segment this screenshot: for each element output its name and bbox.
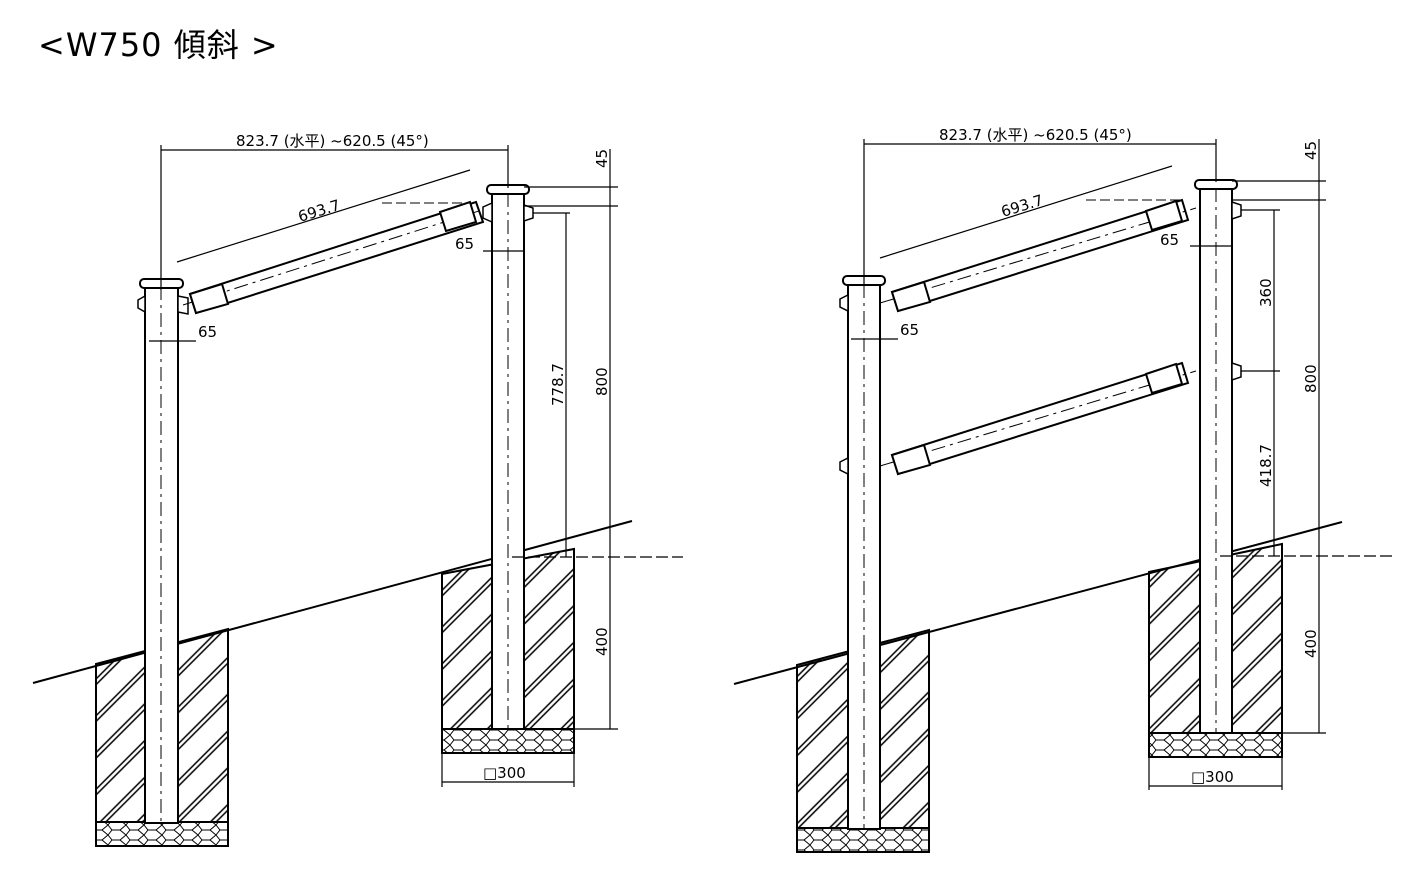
dimension-lines [851, 139, 1393, 790]
height-label: 778.7 [549, 363, 567, 406]
right-figure: 823.7 (水平) ~620.5 (45°) 693.7 65 65 45 3… [733, 126, 1393, 853]
handrail [182, 200, 485, 315]
embed-depth-label: 400 [593, 627, 611, 656]
rail-length-label: 693.7 [296, 196, 342, 226]
total-height-label: 800 [1302, 364, 1320, 393]
dimension-lines [149, 145, 683, 787]
left-post [839, 275, 886, 830]
span-label: 823.7 (水平) ~620.5 (45°) [236, 132, 429, 150]
offset-top-label: 65 [1160, 231, 1179, 249]
total-height-label: 800 [593, 367, 611, 396]
left-figure: 823.7 (水平) ~620.5 (45°) 693.7 65 65 45 7… [32, 132, 683, 847]
lower-handrail [879, 361, 1197, 476]
offset-low-label: 65 [198, 323, 217, 341]
upper-gap-label: 360 [1257, 278, 1275, 307]
lower-height-label: 418.7 [1257, 444, 1275, 487]
page-title: <W750 傾斜 > [38, 26, 279, 64]
upper-handrail [879, 198, 1197, 313]
base-size-label: □300 [483, 764, 526, 782]
offset-top-label: 65 [455, 235, 474, 253]
embed-depth-label: 400 [1302, 629, 1320, 658]
span-label: 823.7 (水平) ~620.5 (45°) [939, 126, 1132, 144]
rail-length-label: 693.7 [999, 191, 1045, 221]
offset-low-label: 65 [900, 321, 919, 339]
cap-label: 45 [593, 149, 611, 168]
right-post [1194, 179, 1242, 734]
base-size-label: □300 [1191, 768, 1234, 786]
right-post [482, 184, 534, 730]
cap-label: 45 [1302, 141, 1320, 160]
